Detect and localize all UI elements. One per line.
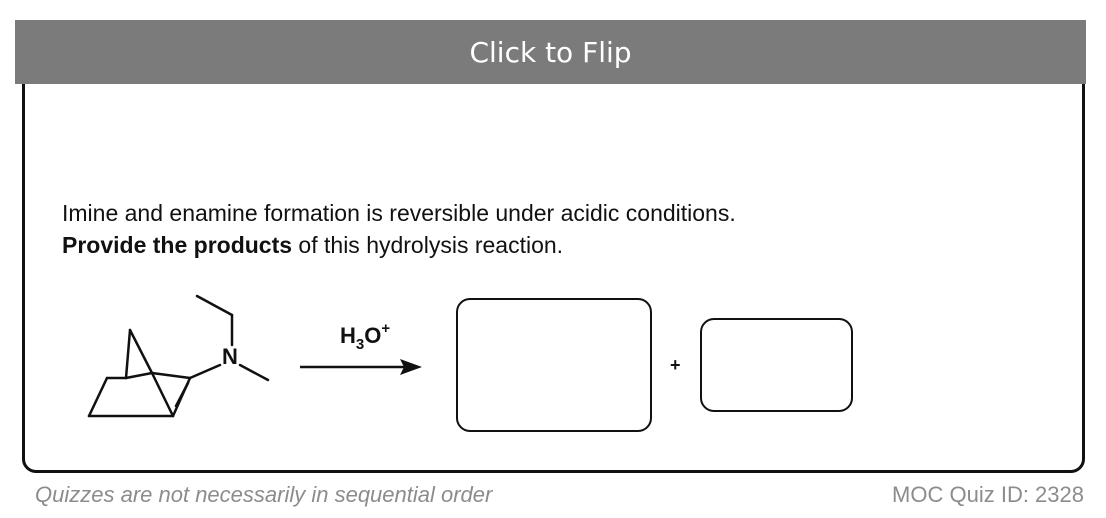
question-text: Imine and enamine formation is reversibl…: [62, 197, 736, 261]
click-to-flip-label: Click to Flip: [469, 35, 632, 69]
click-to-flip-button[interactable]: Click to Flip: [15, 20, 1086, 84]
quiz-id: MOC Quiz ID: 2328: [892, 482, 1084, 507]
sequence-note: Quizzes are not necessarily in sequentia…: [35, 482, 493, 507]
question-emphasis: Provide the products: [62, 232, 293, 258]
plus-sign: +: [670, 355, 681, 375]
question-line-2: Provide the products of this hydrolysis …: [62, 229, 736, 261]
question-line-1: Imine and enamine formation is reversibl…: [62, 200, 736, 226]
product-answer-box-2[interactable]: [700, 318, 853, 412]
product-answer-box-1[interactable]: [456, 298, 652, 432]
question-line-2-rest: of this hydrolysis reaction.: [292, 232, 564, 258]
